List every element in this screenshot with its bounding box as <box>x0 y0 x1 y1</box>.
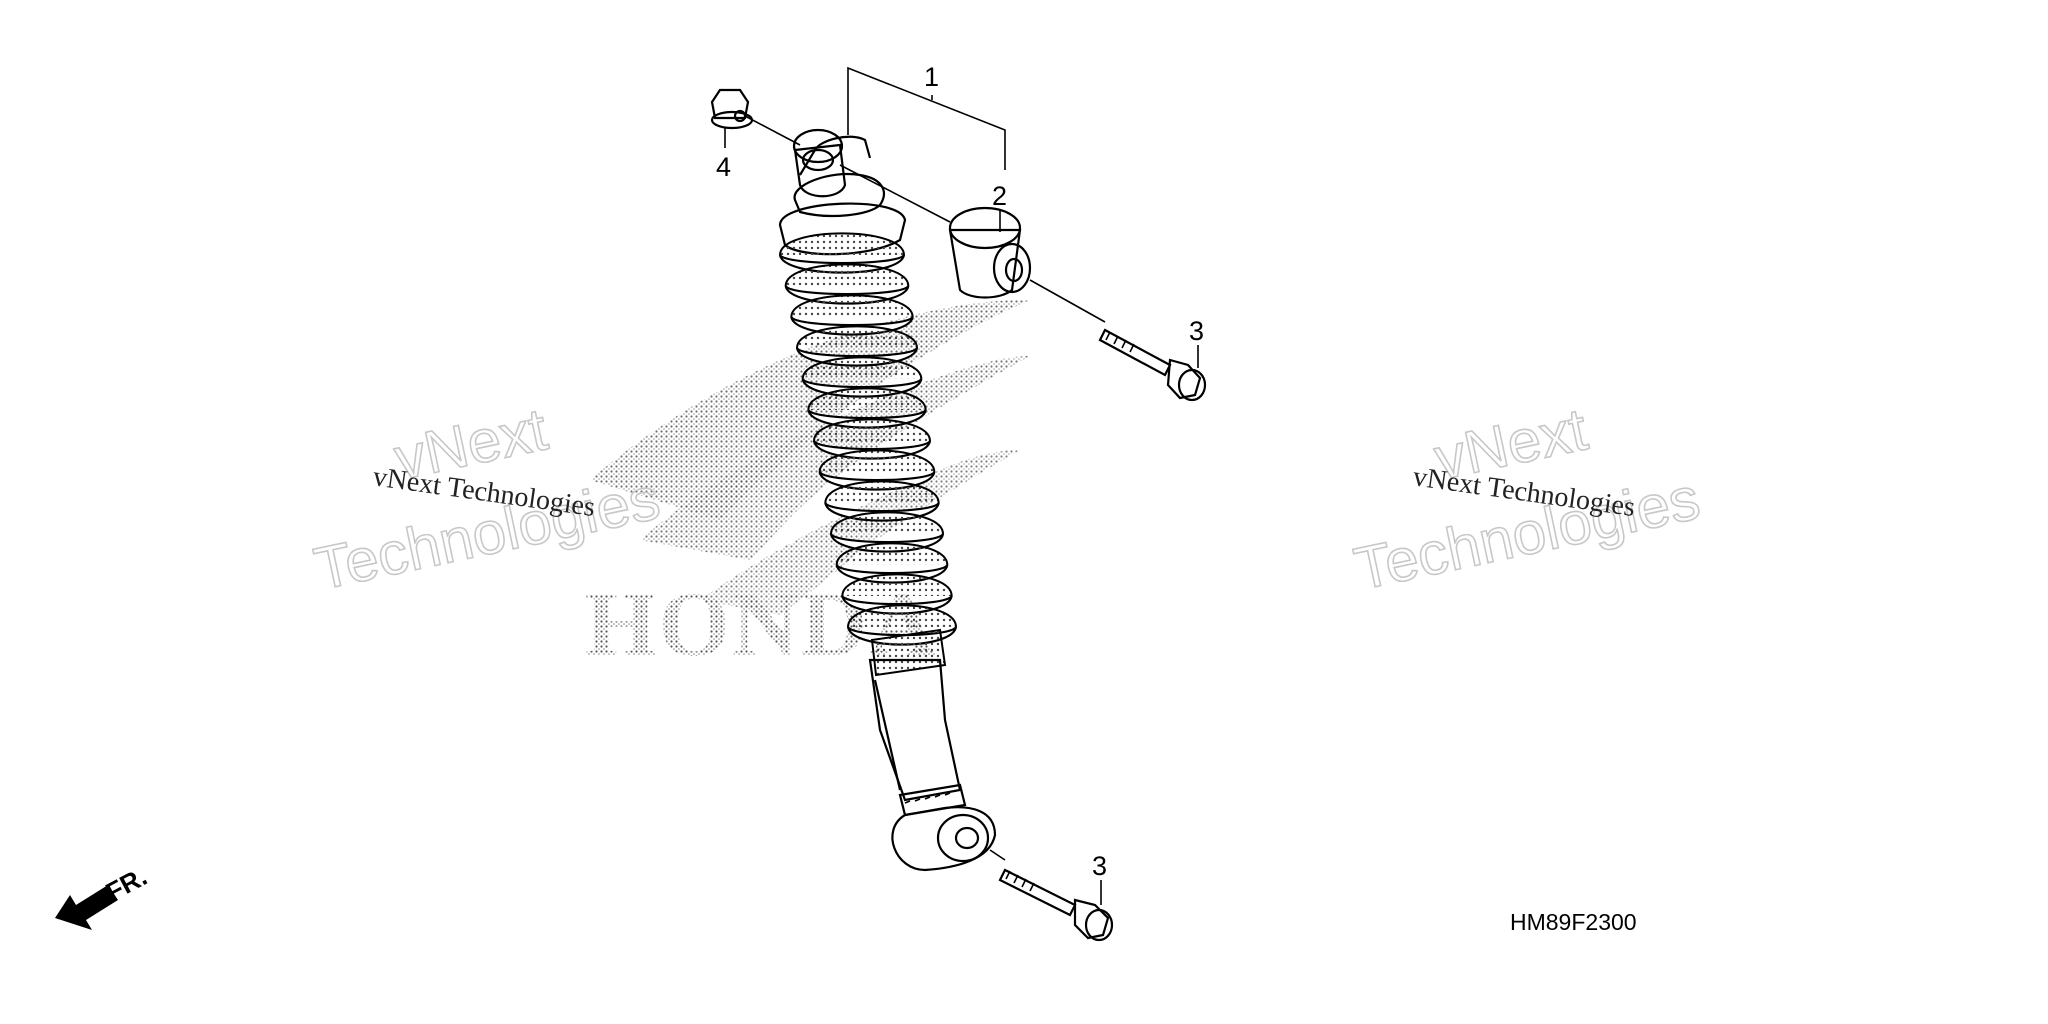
flange-nut <box>710 88 754 130</box>
spring-coil-back <box>818 449 936 473</box>
spring-coil-back <box>847 604 957 628</box>
callout-3-lower: 3 <box>1092 851 1107 881</box>
rubber-bushing <box>948 206 1032 299</box>
spring-coil-back <box>813 418 931 442</box>
spring-lower-seat <box>870 628 947 677</box>
assembly-axis-lines <box>744 115 1106 861</box>
callout-4: 4 <box>716 152 731 182</box>
shock-absorber <box>778 135 997 872</box>
callout-leaders <box>724 66 1199 905</box>
spring-coil-back <box>841 573 953 597</box>
coil-spring <box>778 232 958 677</box>
spring-coil-back <box>796 325 918 349</box>
upper-bolt <box>1098 328 1207 402</box>
spring-coil-back <box>807 387 927 411</box>
spring-coil-back <box>835 542 949 566</box>
callout-3-upper: 3 <box>1189 316 1204 346</box>
arrow-left-icon <box>55 885 118 930</box>
front-direction-indicator: FR. <box>55 861 152 930</box>
spring-coil-back <box>830 511 944 535</box>
lower-bolt <box>998 868 1114 942</box>
collar-ring <box>792 128 847 198</box>
diagram-code: HM89F2300 <box>1510 909 1637 935</box>
callout-2: 2 <box>992 181 1007 211</box>
spring-coil-back <box>779 232 905 256</box>
spring-coil-back <box>790 294 914 318</box>
callout-1: 1 <box>924 62 939 92</box>
spring-coil-back <box>801 356 923 380</box>
watermark-left: vNext Technologies vNext Technologies <box>308 394 666 603</box>
spring-coil-back <box>824 480 940 504</box>
spring-coil-back <box>784 263 910 287</box>
watermark-right: vNext Technologies vNext Technologies <box>1348 394 1706 603</box>
